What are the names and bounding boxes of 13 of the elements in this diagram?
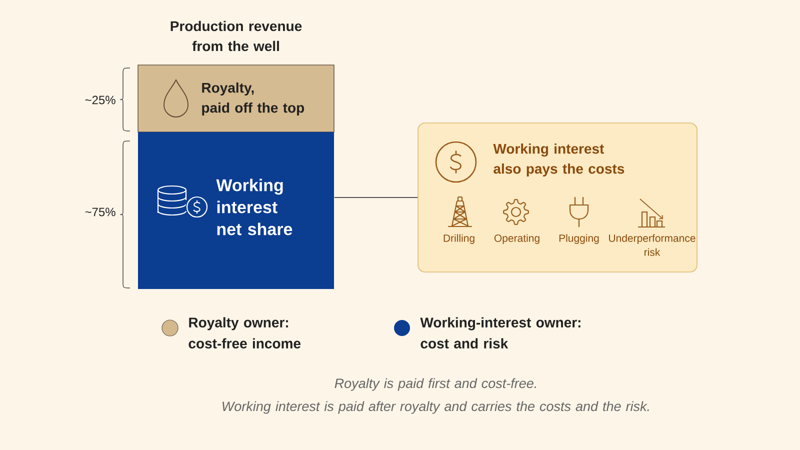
bar-segment: Royalty, paid off the top	[138, 64, 334, 132]
icon-label: Underperformance risk	[609, 234, 696, 256]
heading: Production revenue from the well	[170, 20, 302, 52]
legend-text: Royalty owner: cost-free income	[188, 317, 301, 348]
legend-text: Working-interest owner: cost and risk	[420, 317, 580, 348]
bar-segment: Working interest net share	[138, 132, 334, 289]
connector-line	[334, 197, 418, 198]
icon-label: Plugging	[559, 234, 599, 244]
percent-label: ~75%	[85, 208, 116, 216]
percent-label: ~25%	[85, 96, 116, 104]
icon-label: Operating	[494, 234, 540, 244]
icon-label: Drilling	[444, 234, 474, 244]
caption: Royalty is paid first and cost-free. Working interest is paid after royalty and carries the costs and the risk.	[222, 378, 649, 414]
